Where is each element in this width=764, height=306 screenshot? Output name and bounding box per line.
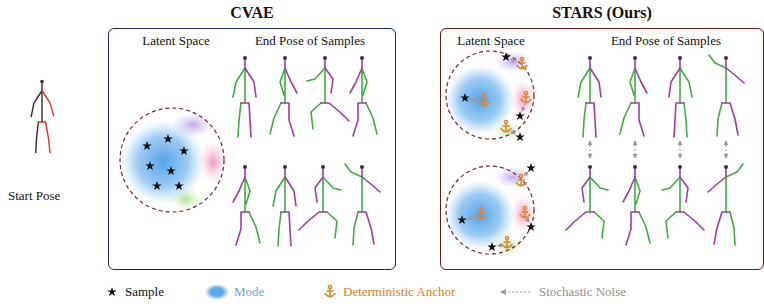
legend-item: Mode [205,284,264,300]
legend-item: Deterministic Anchor [322,284,455,300]
legend-text: Mode [234,284,264,300]
legend-text: Deterministic Anchor [343,284,455,300]
panel-title: CVAE [109,3,395,23]
legend-text: Sample [125,284,164,300]
latent-space-stars-top [445,51,535,141]
legend-item: Sample [104,284,164,300]
stochastic-noise-arrows [590,141,726,158]
panel-subheading: End Pose of Samples [581,33,751,49]
stars-end-poses [566,55,744,245]
panel-box: STARS (Ours)Latent SpaceEnd Pose of Samp… [440,28,764,270]
panel-subheading: Latent Space [121,33,231,49]
panel-box: CVAELatent SpaceEnd Pose of Samples [108,28,396,270]
latent-space-cvae [120,108,227,212]
legend-swatch [205,284,229,300]
panel-title: STARS (Ours) [441,3,763,23]
panel-subheading: End Pose of Samples [239,33,381,49]
start-pose-skeleton [31,80,54,153]
legend-item: Stochastic Noise [498,284,626,300]
legend-sample [498,284,534,300]
latent-space-stars-bottom [445,163,536,256]
legend-sample [322,284,338,300]
panel-subheading: Latent Space [443,33,539,49]
legend-text: Stochastic Noise [539,284,626,300]
cvae-end-poses [233,56,380,246]
figure-label: Start Pose [8,188,60,204]
legend-sample [104,284,120,300]
